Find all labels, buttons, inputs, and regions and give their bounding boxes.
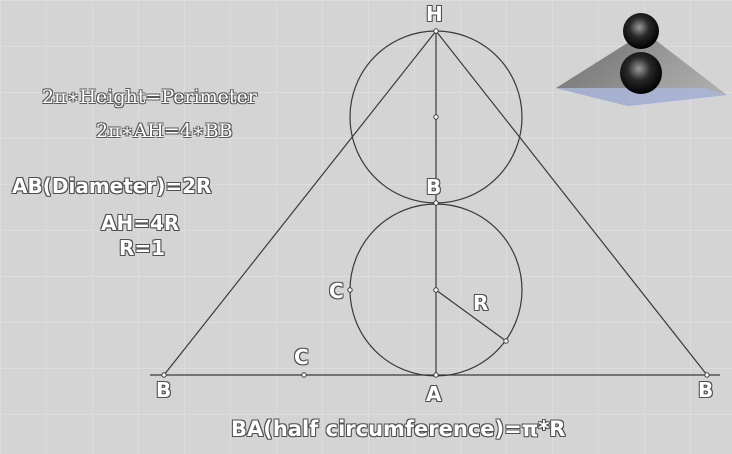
label-B-mid: B (426, 175, 442, 199)
point-A (433, 372, 439, 378)
label-B-right: B (698, 378, 714, 402)
point-upper-center (433, 114, 439, 120)
triangle-right-side (435, 30, 708, 376)
point-lower-center (433, 287, 439, 293)
point-B-mid (433, 200, 439, 206)
equation-r-1: R=1 (119, 236, 166, 260)
point-H (433, 28, 439, 34)
pyramid-lower-ball (620, 52, 662, 94)
equation-perimeter: 2π∗Height=Perimeter (42, 86, 257, 108)
point-C-circle (347, 287, 353, 293)
label-A: A (426, 382, 442, 406)
point-B-right (704, 372, 710, 378)
point-radius-end (503, 338, 509, 344)
label-C-circle: C (329, 279, 344, 303)
label-B-left: B (156, 378, 172, 402)
point-C-base (301, 372, 307, 378)
equation-half-circumference: BA(half circumference)=π*R (231, 417, 566, 441)
equation-diameter: AB(Diameter)=2R (12, 174, 212, 198)
label-R: R (473, 291, 489, 315)
pyramid-upper-ball (623, 13, 659, 49)
point-B-left (161, 372, 167, 378)
triangle-left-side (163, 30, 437, 376)
equation-ah-4r: AH=4R (101, 211, 180, 235)
pyramid-base (556, 88, 727, 106)
label-C-base: C (294, 345, 309, 369)
label-H: H (426, 2, 443, 26)
radius-line (435, 289, 507, 342)
pyramid-left-face (556, 32, 645, 106)
pyramid-illustration (556, 13, 727, 106)
equation-ah-bb: 2π∗AH=4∗BB (96, 120, 233, 142)
